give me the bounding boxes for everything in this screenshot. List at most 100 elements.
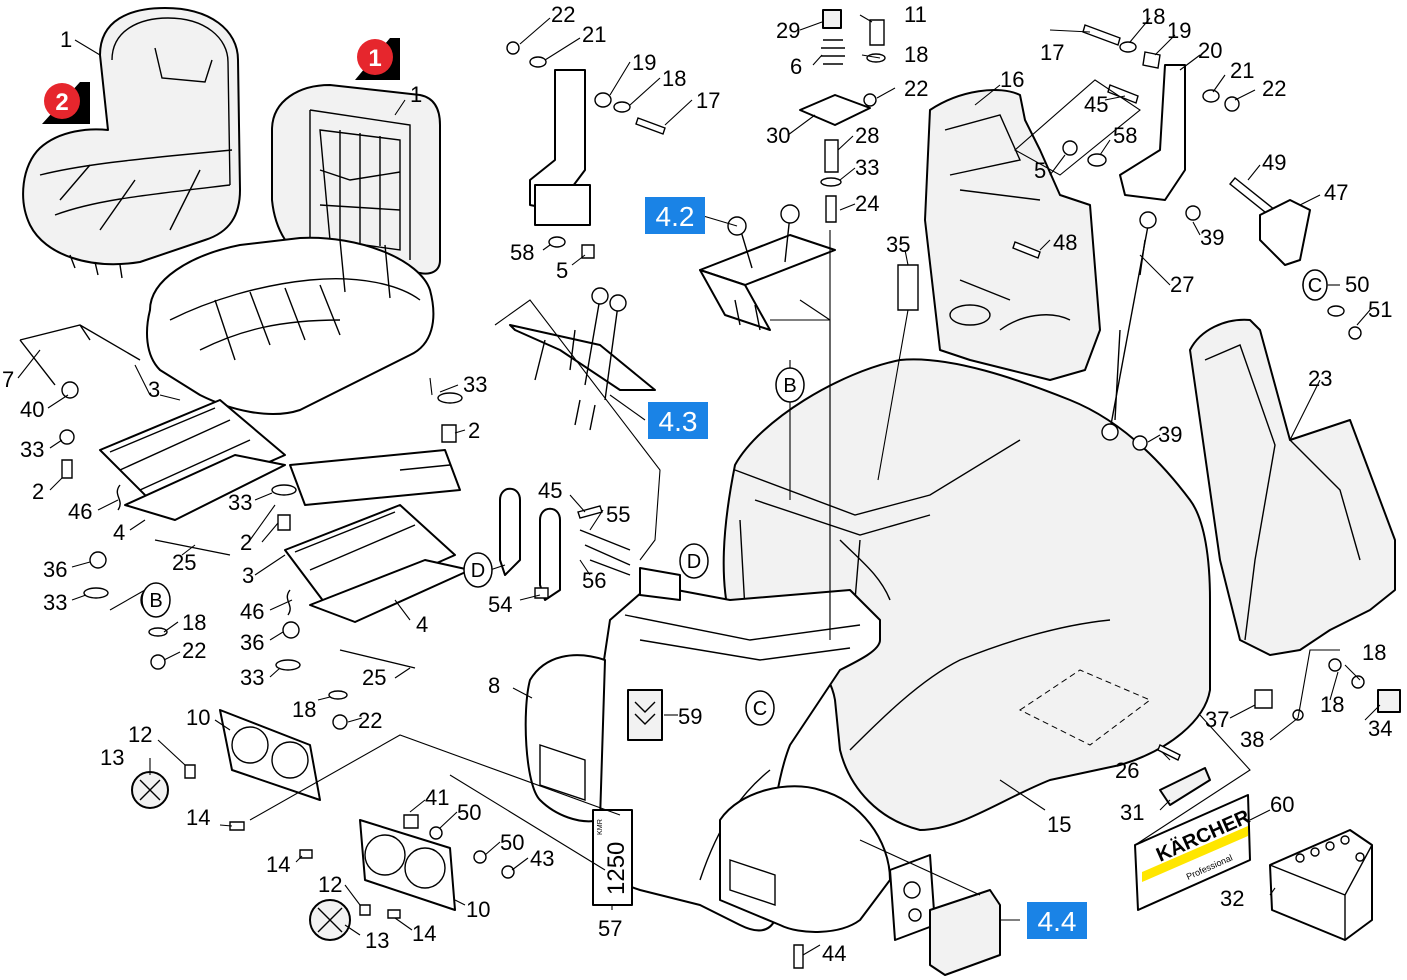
- label-part-46: 46: [240, 599, 264, 624]
- label-part-41: 41: [425, 785, 449, 810]
- label-part-37: 37: [1205, 707, 1229, 732]
- label-part-38: 38: [1240, 727, 1264, 752]
- label-part-39: 39: [1200, 225, 1224, 250]
- main-body-drawing: [524, 358, 1211, 933]
- label-part-59: 59: [678, 704, 702, 729]
- hitch-hardware-drawing: [499, 487, 631, 601]
- seat-variant-2-callout: 2: [42, 82, 90, 124]
- label-part-34: 34: [1368, 716, 1392, 741]
- label-part-33: 33: [463, 372, 487, 397]
- label-part-33: 33: [240, 665, 264, 690]
- mount-bracket-drawing: [506, 41, 666, 259]
- left-hood-panel-drawing: [924, 89, 1101, 381]
- label-part-58: 58: [510, 240, 534, 265]
- label-part-18: 18: [904, 42, 928, 67]
- label-part-33: 33: [43, 590, 67, 615]
- label-part-32: 32: [1220, 886, 1244, 911]
- label-part-18: 18: [1320, 692, 1344, 717]
- model-number-text: 1250: [603, 842, 630, 895]
- label-part-28: 28: [855, 123, 879, 148]
- label-part-11: 11: [904, 2, 927, 27]
- label-part-44: 44: [822, 941, 846, 966]
- circle-letter-markers: B B C C D D: [141, 269, 1328, 726]
- label-part-56: 56: [582, 568, 606, 593]
- label-part-5: 5: [1034, 158, 1046, 183]
- label-part-5: 5: [556, 258, 568, 283]
- label-part-18: 18: [292, 697, 316, 722]
- label-part-14: 14: [412, 921, 436, 946]
- reference-4-3-label[interactable]: 4.3: [659, 406, 698, 437]
- label-part-14: 14: [266, 852, 290, 877]
- label-part-48: 48: [1053, 230, 1077, 255]
- label-part-12: 12: [318, 872, 342, 897]
- label-part-22: 22: [1262, 76, 1286, 101]
- lever-assembly-4-3-drawing: [509, 287, 656, 431]
- label-part-36: 36: [240, 630, 264, 655]
- model-prefix-text: KMR: [595, 819, 604, 835]
- label-part-15: 15: [1047, 812, 1071, 837]
- label-part-46: 46: [68, 499, 92, 524]
- label-part-18: 18: [1141, 4, 1165, 29]
- label-part-6: 6: [790, 54, 802, 79]
- label-part-22: 22: [904, 76, 928, 101]
- center-stack-drawing: [799, 9, 919, 311]
- label-part-1: 1: [60, 27, 72, 52]
- marker-d-left: D: [471, 560, 485, 582]
- label-part-33: 33: [855, 155, 879, 180]
- label-part-18: 18: [182, 610, 206, 635]
- label-part-16: 16: [1000, 67, 1024, 92]
- label-part-45: 45: [1084, 92, 1108, 117]
- marker-d-mid: D: [687, 551, 701, 573]
- label-part-55: 55: [606, 502, 630, 527]
- seat-variant-1-number: 1: [368, 45, 381, 72]
- marker-b-left: B: [149, 590, 162, 612]
- marker-c-right: C: [1308, 275, 1322, 297]
- label-part-58: 58: [1113, 123, 1137, 148]
- seat-variant-2-drawing: [22, 7, 241, 279]
- seat-variant-1-drawing: [146, 84, 441, 416]
- marker-c-front: C: [753, 698, 767, 720]
- label-part-10: 10: [186, 705, 210, 730]
- reference-4-2-label[interactable]: 4.2: [656, 201, 695, 232]
- part-number-labels: 1 1 3 3 4 4 7 40 33 2 46 25 36 33 18 22 …: [2, 2, 1392, 966]
- label-part-50: 50: [1345, 272, 1369, 297]
- reference-link-4-3[interactable]: 4.3: [648, 402, 708, 439]
- label-part-25: 25: [362, 665, 386, 690]
- label-part-30: 30: [766, 123, 790, 148]
- label-part-4: 4: [416, 612, 428, 637]
- model-sticker-drawing: [592, 689, 663, 906]
- label-part-17: 17: [1040, 40, 1064, 65]
- label-part-26: 26: [1115, 758, 1139, 783]
- label-part-54: 54: [488, 592, 512, 617]
- label-part-4: 4: [113, 520, 125, 545]
- label-part-22: 22: [551, 2, 575, 27]
- label-part-36: 36: [43, 557, 67, 582]
- label-part-50: 50: [457, 800, 481, 825]
- leader-lines: [17, 14, 1381, 956]
- label-part-35: 35: [886, 232, 910, 257]
- label-part-18: 18: [662, 66, 686, 91]
- label-part-18: 18: [1362, 640, 1386, 665]
- label-part-21: 21: [1230, 58, 1254, 83]
- label-part-7: 7: [2, 367, 14, 392]
- reference-link-4-4[interactable]: 4.4: [1027, 902, 1087, 939]
- marker-b-console: B: [783, 375, 796, 397]
- label-part-33: 33: [228, 490, 252, 515]
- label-part-60: 60: [1270, 792, 1294, 817]
- bottom-right-items-drawing: [1134, 658, 1401, 941]
- label-part-24: 24: [855, 191, 879, 216]
- reference-4-4-label[interactable]: 4.4: [1038, 906, 1077, 937]
- label-part-45: 45: [538, 478, 562, 503]
- reference-link-4-2[interactable]: 4.2: [645, 197, 705, 234]
- label-part-1: 1: [410, 82, 422, 107]
- label-part-3: 3: [242, 563, 254, 588]
- label-part-22: 22: [358, 708, 382, 733]
- label-part-25: 25: [172, 550, 196, 575]
- label-part-2: 2: [240, 530, 252, 555]
- label-part-13: 13: [100, 745, 124, 770]
- label-part-27: 27: [1170, 272, 1194, 297]
- label-part-20: 20: [1198, 38, 1222, 63]
- label-part-51: 51: [1368, 297, 1392, 322]
- label-part-10: 10: [466, 897, 490, 922]
